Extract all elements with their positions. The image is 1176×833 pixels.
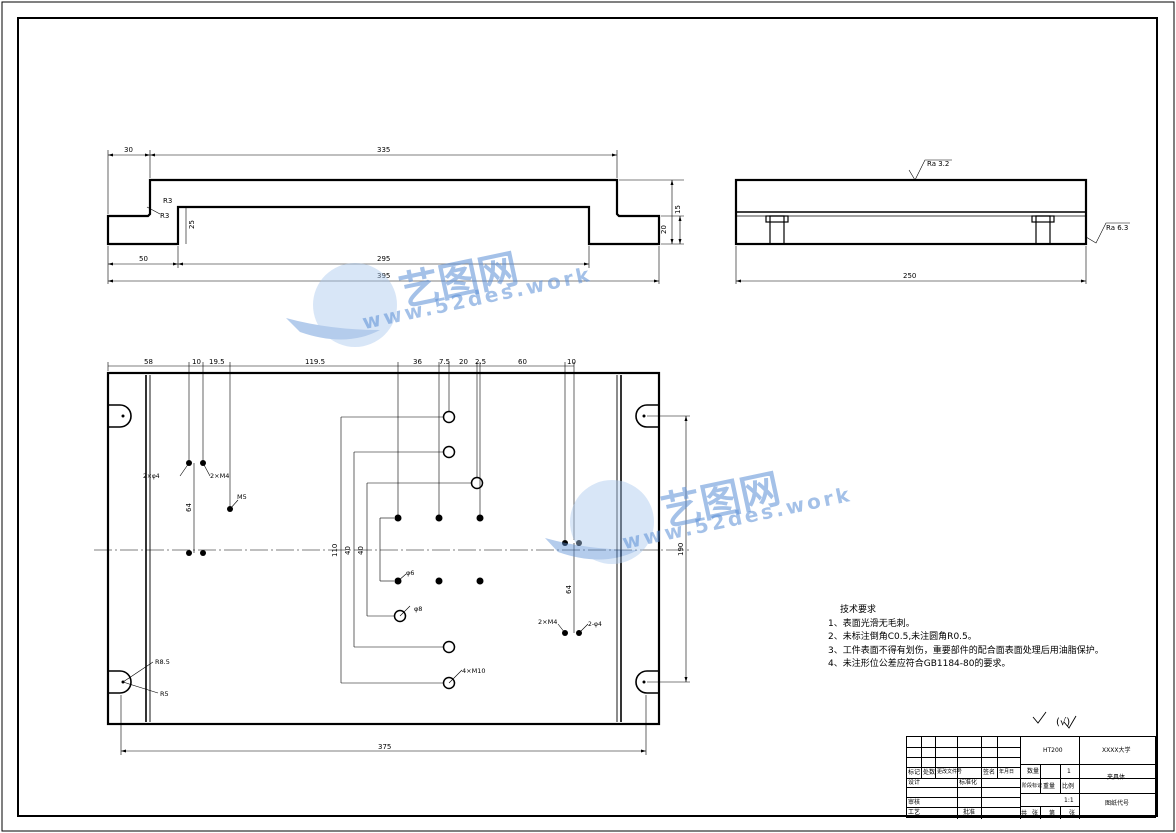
dim-110: 110 bbox=[331, 544, 339, 557]
frame-border bbox=[17, 17, 1158, 817]
tb-material: HT200 bbox=[1043, 747, 1063, 754]
top-dim-119-5: 119.5 bbox=[305, 358, 325, 366]
dim-15: 15 bbox=[674, 205, 682, 214]
top-dim-10b: 10 bbox=[567, 358, 576, 366]
top-dim-2-5: 2.5 bbox=[475, 358, 486, 366]
top-dim-10a: 10 bbox=[192, 358, 201, 366]
dim-190: 190 bbox=[677, 543, 685, 556]
dim-335: 335 bbox=[377, 146, 390, 154]
side-view-text: Ra 3.2 Ra 6.3 250 bbox=[903, 160, 1128, 280]
tb-page-unit: 张 bbox=[1069, 810, 1076, 817]
callout-r8-5: R8.5 bbox=[155, 658, 170, 666]
dim-295: 295 bbox=[377, 255, 390, 263]
tb-approve-label: 批准 bbox=[963, 809, 976, 816]
tb-design-label: 设计 bbox=[908, 779, 921, 786]
dim-r3-top: R3 bbox=[163, 197, 172, 205]
top-dim-60: 60 bbox=[518, 358, 527, 366]
watermark-sphere-2 bbox=[545, 480, 654, 564]
note-item: 1、表面光滑无毛刺。 bbox=[828, 618, 915, 629]
tb-qty-label: 数量 bbox=[1027, 768, 1040, 775]
tb-page-label: 第 bbox=[1049, 810, 1056, 817]
technical-notes: 技术要求 1、表面光滑无毛刺。 2、未标注倒角C0.5,未注圆角R0.5。 3、… bbox=[828, 604, 1148, 672]
tb-sheet-total: 共 bbox=[1021, 810, 1028, 817]
side-view bbox=[734, 159, 1130, 284]
tb-scale-label: 比例 bbox=[1062, 783, 1075, 790]
top-dim-20: 20 bbox=[459, 358, 468, 366]
tb-weight-label: 重量 bbox=[1043, 783, 1056, 790]
roughness-top: Ra 3.2 bbox=[927, 160, 949, 168]
callout-left-m4: 2×M4 bbox=[210, 472, 229, 480]
dim-30: 30 bbox=[124, 146, 133, 154]
callout-phi8: φ8 bbox=[414, 605, 422, 613]
tb-file-label: 更改文件号 bbox=[937, 769, 963, 775]
dim-50: 50 bbox=[139, 255, 148, 263]
front-view-dims: 30 335 R3 R3 25 20 15 50 295 395 bbox=[124, 146, 682, 280]
top-view-dims: 58 10 19.5 119.5 36 7.5 20 2.5 60 10 375… bbox=[143, 358, 685, 751]
left-dim-64: 64 bbox=[185, 503, 193, 512]
right-dim-64: 64 bbox=[565, 585, 573, 594]
callout-r5: R5 bbox=[160, 690, 169, 698]
callout-left-hole: 2×φ4 bbox=[143, 473, 160, 480]
top-dim-19-5: 19.5 bbox=[209, 358, 225, 366]
callout-m5: M5 bbox=[237, 493, 247, 501]
callout-phi6: φ6 bbox=[406, 569, 414, 577]
dim-40a: 40 bbox=[344, 546, 352, 555]
tb-process-label: 工艺 bbox=[908, 809, 921, 816]
dim-395: 395 bbox=[377, 272, 390, 280]
tb-scale: 1:1 bbox=[1064, 797, 1074, 804]
watermark-sphere-1 bbox=[286, 263, 397, 347]
tb-count-label: 处数 bbox=[923, 769, 936, 776]
tb-qty: 1 bbox=[1067, 768, 1071, 775]
dim-25: 25 bbox=[188, 220, 196, 229]
dim-40b: 40 bbox=[357, 546, 365, 555]
dim-20: 20 bbox=[660, 225, 668, 234]
top-view bbox=[94, 362, 690, 755]
tb-date-label: 年月日 bbox=[999, 769, 1015, 775]
notes-title: 技术要求 bbox=[840, 605, 877, 615]
front-view bbox=[106, 150, 684, 284]
note-item: 3、工件表面不得有划伤，重要部件的配合面表面处理后用油脂保护。 bbox=[828, 645, 1104, 656]
callout-right-hole: 2-φ4 bbox=[588, 621, 602, 628]
dim-r3-bottom: R3 bbox=[160, 212, 169, 220]
tb-drawing-no: 图纸代号 bbox=[1105, 800, 1130, 807]
top-dim-7-5: 7.5 bbox=[439, 358, 450, 366]
bottom-dim-375: 375 bbox=[378, 743, 391, 751]
callout-right-m4: 2×M4 bbox=[538, 618, 557, 626]
surface-finish-text: (√) bbox=[1056, 717, 1070, 728]
tb-school: XXXX大学 bbox=[1102, 747, 1131, 754]
note-item: 2、未标注倒角C0.5,未注圆角R0.5。 bbox=[828, 632, 977, 642]
tb-sheet-label: 张 bbox=[1032, 810, 1039, 817]
note-item: 4、未注形位公差应符合GB1184-80的要求。 bbox=[828, 659, 1011, 669]
top-dim-36: 36 bbox=[413, 358, 422, 366]
tb-mark-label: 标记 bbox=[908, 769, 921, 776]
tb-sign-label: 签名 bbox=[983, 769, 996, 776]
title-block: 标记 处数 更改文件号 签名 年月日 设计 标准化 审核 工艺 批准 HT200… bbox=[906, 736, 1157, 819]
dim-250: 250 bbox=[903, 272, 916, 280]
tb-review-label: 审核 bbox=[908, 799, 921, 806]
tb-stage-label: 阶段标记 bbox=[1022, 783, 1043, 789]
surface-finish-symbol bbox=[1032, 711, 1077, 729]
top-dim-58: 58 bbox=[144, 358, 153, 366]
callout-m10: 4×M10 bbox=[462, 667, 485, 675]
roughness-side: Ra 6.3 bbox=[1106, 224, 1128, 232]
tb-std-label: 标准化 bbox=[959, 779, 978, 786]
tb-part-name: 夹具体 bbox=[1107, 774, 1126, 781]
